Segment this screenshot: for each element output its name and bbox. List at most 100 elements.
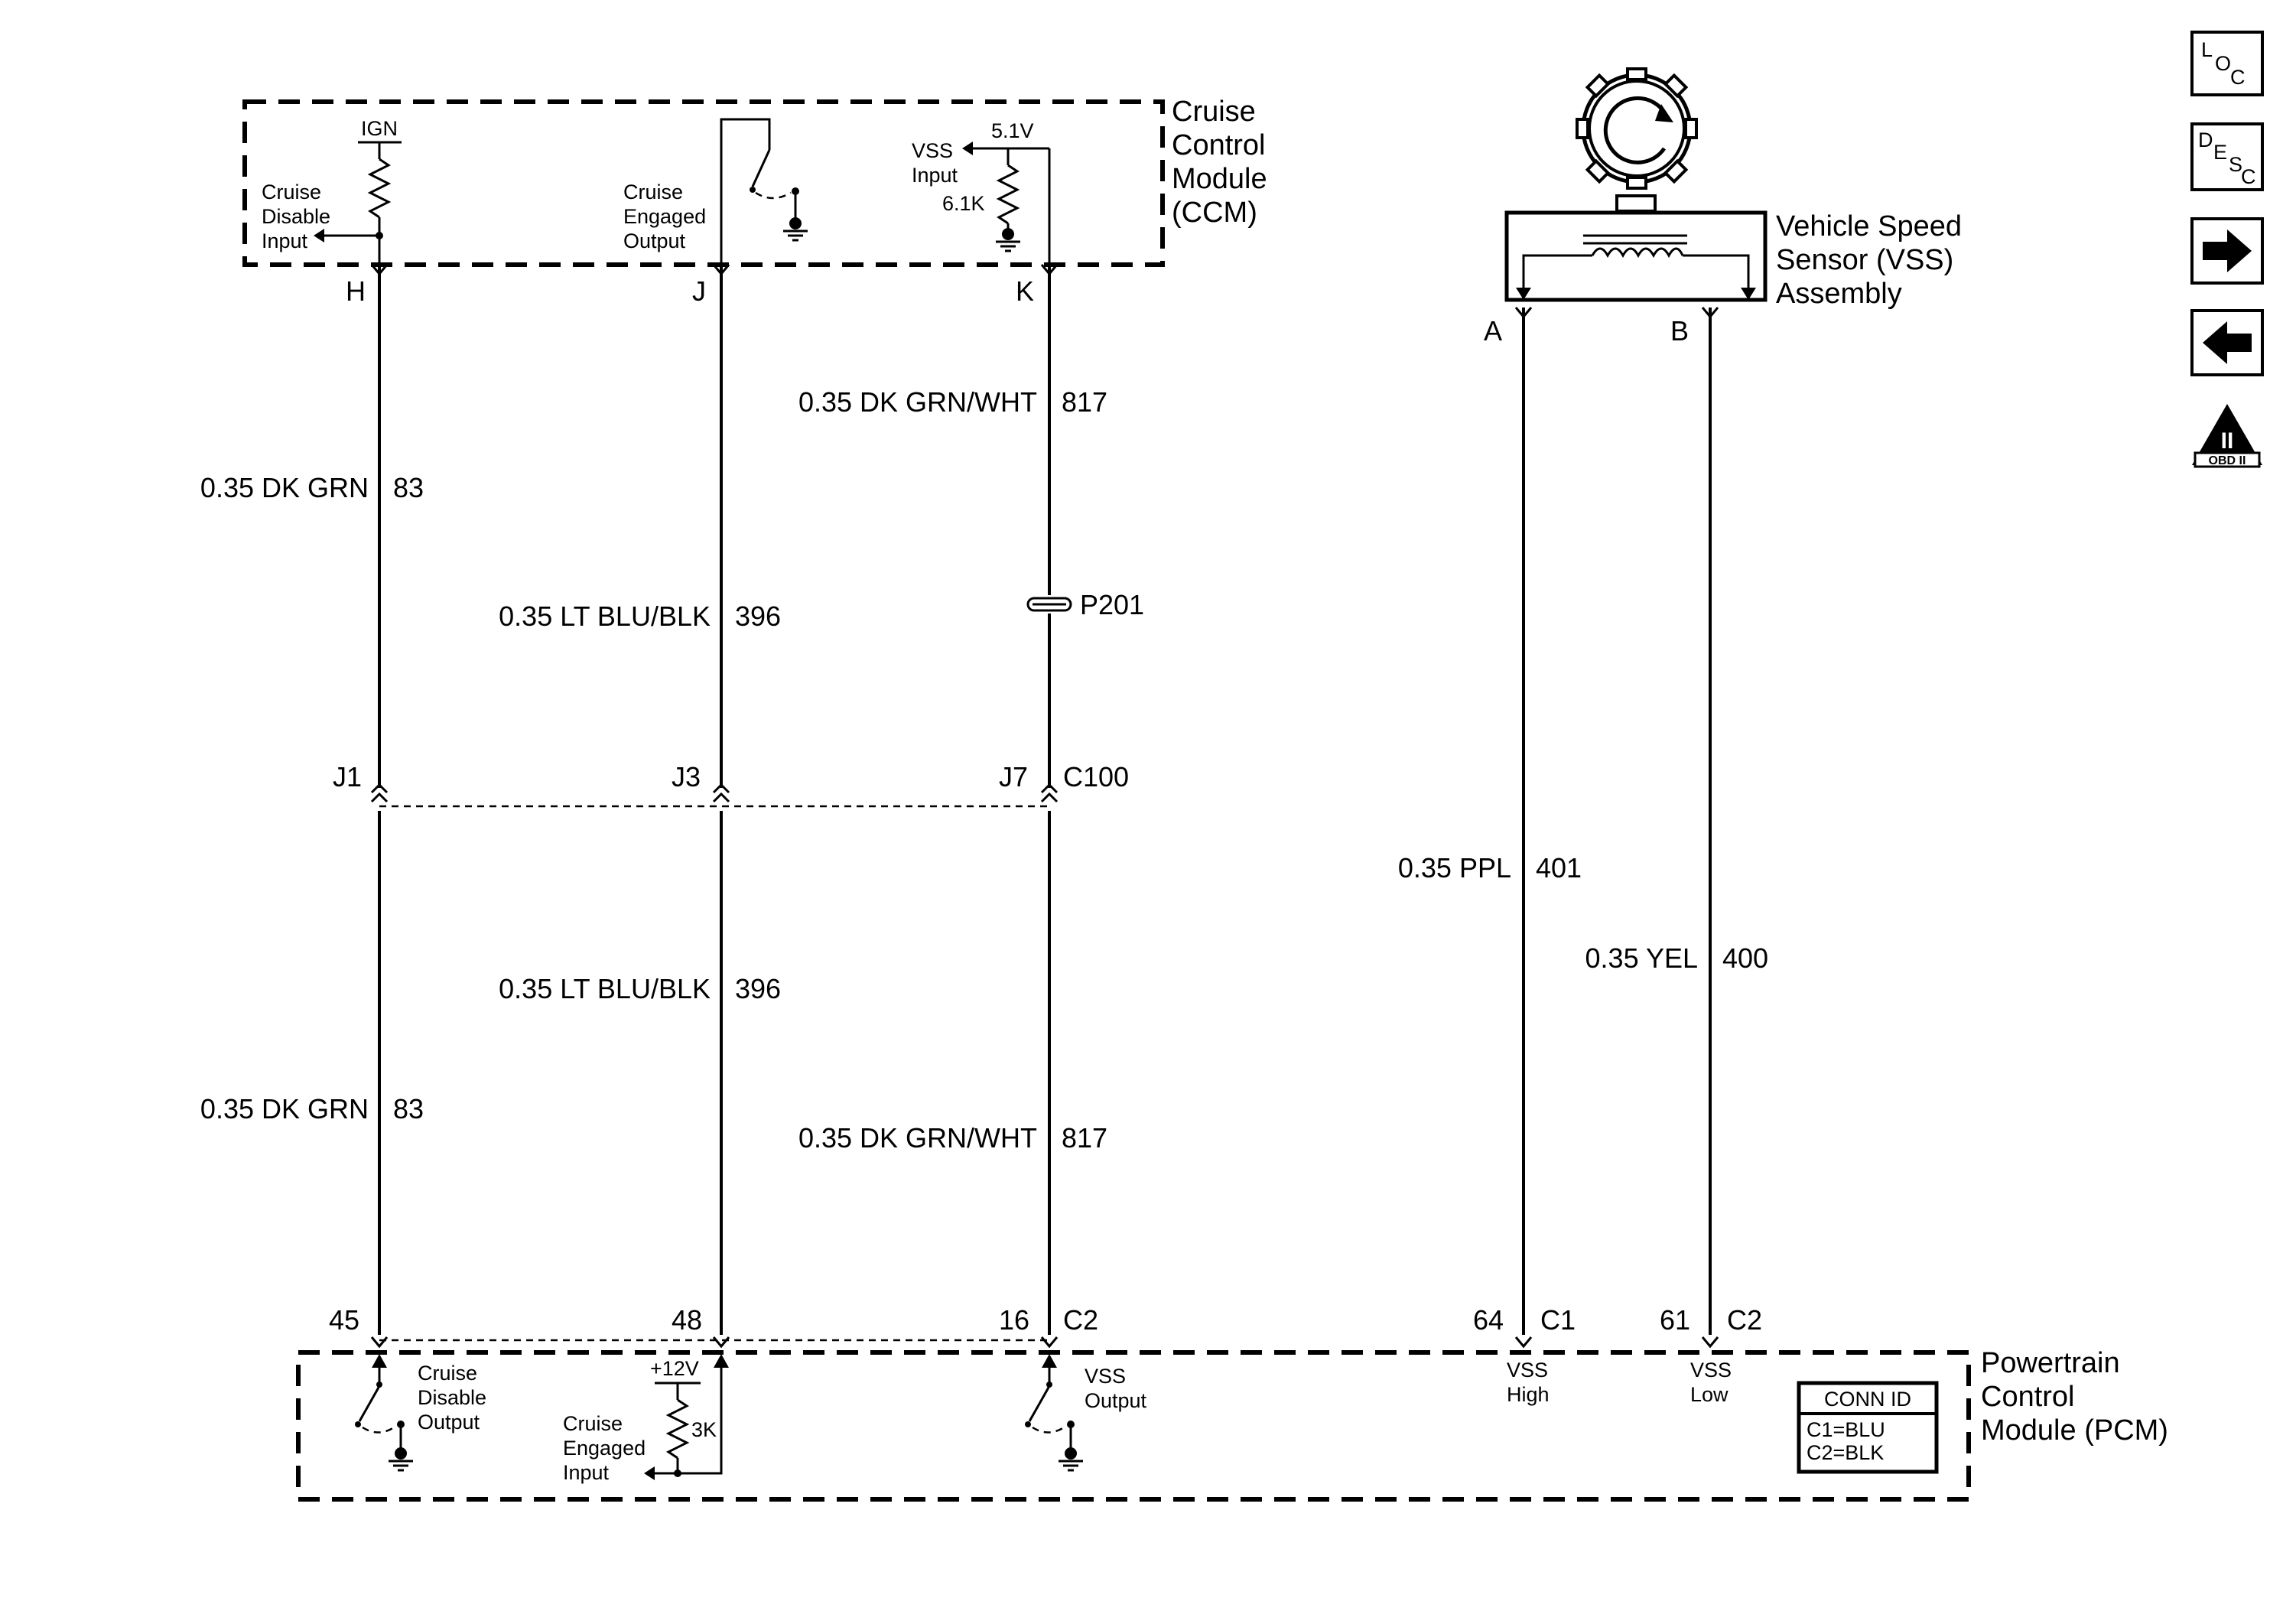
desc-letter-e: E	[2213, 141, 2227, 164]
obd-ii-button[interactable]: II OBD II	[2192, 404, 2262, 468]
pin-j1: J1	[333, 761, 362, 792]
pin-k: K	[1016, 275, 1034, 307]
vss-name-line-3: Assembly	[1776, 278, 1902, 310]
pcm-cruise-engaged-input-3: Input	[563, 1461, 610, 1484]
ccm-name-line-1: Cruise	[1172, 96, 1256, 128]
wire-label-6: 0.35 DK GRN/WHT	[798, 1122, 1037, 1154]
connector-c100: J1 J3 J7 C100	[333, 761, 1129, 808]
wire-label-7: 0.35 PPL	[1398, 852, 1511, 884]
ccm-name-line-2: Control	[1172, 129, 1266, 161]
wire-label-1: 0.35 DK GRN	[200, 472, 369, 503]
desc-button[interactable]: D E S C	[2190, 122, 2264, 191]
pcm-vss-high-1: VSS	[1507, 1359, 1548, 1382]
conn-id-line-2: C2=BLK	[1807, 1441, 1884, 1464]
wire-circuit-4: 83	[393, 1093, 424, 1124]
pin-16: 16	[999, 1304, 1029, 1336]
conn-id-title: CONN ID	[1824, 1388, 1911, 1411]
ccm-cruise-engaged-output-1: Cruise	[623, 181, 683, 203]
wire-circuit-1: 83	[393, 472, 424, 503]
ccm-resistor-label: 6.1K	[942, 192, 985, 215]
pin-b: B	[1670, 315, 1689, 347]
ccm-vss-input-1: VSS	[912, 139, 953, 162]
pin-a: A	[1484, 315, 1502, 347]
wire-circuit-3: 817	[1062, 386, 1107, 418]
pin-48: 48	[672, 1304, 702, 1336]
wire-label-2: 0.35 LT BLU/BLK	[499, 600, 711, 632]
conn-id-line-1: C1=BLU	[1807, 1418, 1885, 1441]
next-button[interactable]	[2190, 217, 2264, 285]
pin-j3: J3	[672, 761, 701, 792]
pcm-cruise-engaged-input-1: Cruise	[563, 1412, 623, 1435]
pcm-vss-low-1: VSS	[1690, 1359, 1732, 1382]
wire-circuit-6: 817	[1062, 1122, 1107, 1154]
pin-64: 64	[1473, 1304, 1504, 1336]
pcm-vss-low-2: Low	[1690, 1383, 1729, 1406]
ccm-cruise-disable-input-2: Disable	[262, 205, 330, 228]
ccm-vss-input-2: Input	[912, 164, 958, 187]
desc-letter-d: D	[2198, 129, 2213, 151]
pcm-vss-output-2: Output	[1085, 1389, 1147, 1412]
arrow-left-icon	[2203, 321, 2252, 364]
prev-button[interactable]	[2190, 309, 2264, 376]
wire-label-4: 0.35 DK GRN	[200, 1093, 369, 1124]
ccm-pins: H J K	[346, 263, 1059, 307]
ccm-cruise-disable-input-1: Cruise	[262, 181, 321, 203]
wire-circuit-7: 401	[1536, 852, 1582, 884]
loc-button-icon: L O C	[2190, 31, 2264, 96]
c100-label: C100	[1063, 761, 1129, 792]
desc-letter-s: S	[2229, 153, 2242, 176]
pcm-name-line-1: Powertrain	[1981, 1347, 2120, 1379]
loc-letter-o: O	[2215, 52, 2231, 75]
ccm-volt-label: 5.1V	[991, 119, 1034, 142]
pcm-conn-c2-right: C2	[1727, 1304, 1762, 1336]
obd-text: OBD II	[2209, 454, 2246, 467]
desc-button-icon: D E S C	[2190, 122, 2264, 191]
pin-45: 45	[329, 1304, 359, 1336]
wire-circuit-8: 400	[1722, 942, 1768, 974]
pcm-name-line-2: Control	[1981, 1381, 2075, 1413]
pcm-name-line-3: Module (PCM)	[1981, 1414, 2168, 1447]
ccm-cruise-engaged-output-3: Output	[623, 229, 686, 252]
pcm-module: Powertrain Control Module (PCM) Cruise D…	[296, 1347, 2168, 1502]
loc-button[interactable]: L O C	[2190, 31, 2264, 96]
pin-j7: J7	[999, 761, 1028, 792]
vss-name-line-1: Vehicle Speed	[1776, 210, 1962, 242]
pcm-resistor-label: 3K	[691, 1418, 717, 1441]
pcm-cruise-disable-output-1: Cruise	[418, 1362, 477, 1385]
ccm-ign-label: IGN	[361, 117, 398, 140]
pcm-plus12v: +12V	[650, 1357, 699, 1380]
arrow-right-icon	[2203, 229, 2252, 272]
pcm-pins: 45 48 16 C2 64 C1 61 C2	[329, 1304, 1762, 1348]
vss-assembly: Vehicle Speed Sensor (VSS) Assembly	[1504, 67, 1962, 310]
ccm-cruise-disable-input-3: Input	[262, 229, 308, 252]
pin-61: 61	[1660, 1304, 1690, 1336]
pcm-vss-output-1: VSS	[1085, 1365, 1126, 1388]
wire-label-8: 0.35 YEL	[1585, 942, 1698, 974]
splice-p201: P201	[1026, 589, 1144, 620]
ccm-name-line-3: Module	[1172, 163, 1267, 195]
ccm-cruise-engaged-output-2: Engaged	[623, 205, 706, 228]
pcm-cruise-disable-output-2: Disable	[418, 1386, 486, 1409]
pcm-cruise-disable-output-3: Output	[418, 1411, 480, 1434]
loc-letter-c: C	[2230, 66, 2246, 89]
vss-gear-icon	[1576, 67, 1698, 190]
pcm-conn-c1: C1	[1540, 1304, 1576, 1336]
ccm-module: Cruise Control Module (CCM) IGN Cruise D…	[242, 96, 1267, 267]
desc-letter-c: C	[2241, 165, 2256, 188]
conn-id-table: CONN ID C1=BLU C2=BLK	[1797, 1381, 1939, 1474]
wire-circuit-2: 396	[735, 600, 781, 632]
wire-circuit-5: 396	[735, 973, 781, 1004]
pcm-vss-high-2: High	[1507, 1383, 1550, 1406]
loc-letter-l: L	[2201, 38, 2213, 61]
obd-numeral: II	[2221, 428, 2234, 454]
pin-j: J	[692, 275, 706, 307]
obd-ii-icon: II OBD II	[2192, 404, 2262, 468]
pin-h: H	[346, 275, 366, 307]
ccm-name-line-4: (CCM)	[1172, 197, 1257, 229]
pcm-cruise-engaged-input-2: Engaged	[563, 1437, 646, 1460]
vss-name-line-2: Sensor (VSS)	[1776, 244, 1953, 276]
wire-label-3: 0.35 DK GRN/WHT	[798, 386, 1037, 418]
vss-pins: A B	[1484, 306, 1719, 347]
pcm-conn-c2: C2	[1063, 1304, 1098, 1336]
